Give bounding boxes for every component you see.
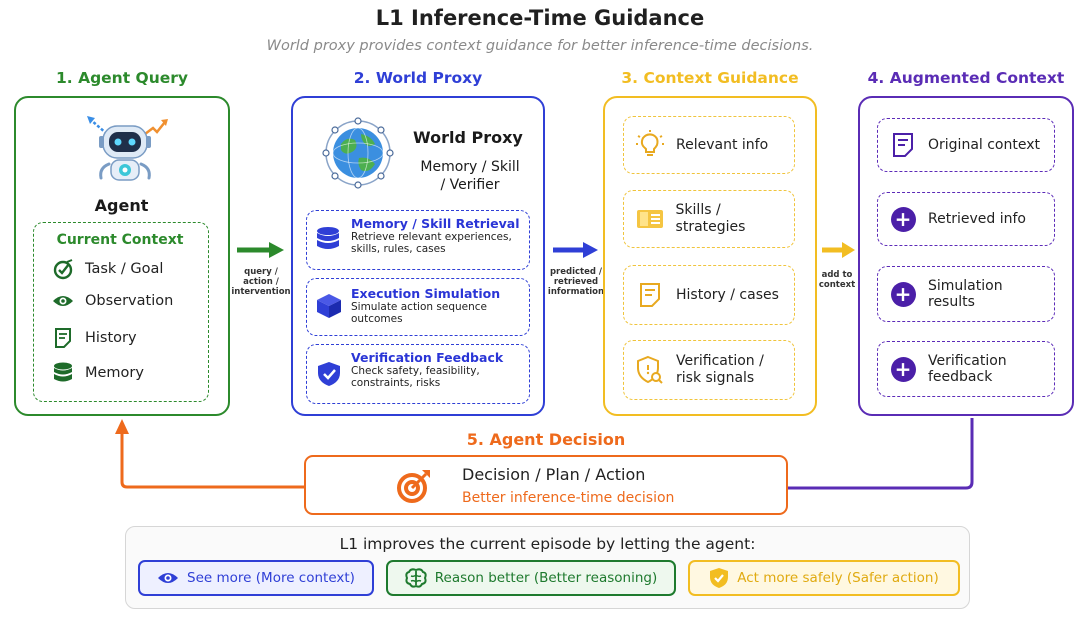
context-item-history: History (50, 327, 137, 349)
pill-see-more: See more (More context) (138, 560, 374, 596)
agent-decision-main: Decision / Plan / Action (462, 465, 646, 484)
context-guidance-panel: Relevant info Skills / strategies Histor… (603, 96, 817, 416)
pill-label: Reason better (Better reasoning) (434, 570, 658, 586)
robot-icon (77, 112, 173, 182)
cube-icon (316, 293, 342, 323)
guidance-item-label: Skills / strategies (675, 202, 746, 235)
eye-icon (50, 293, 76, 309)
execution-simulation-desc: Simulate action sequence outcomes (351, 301, 487, 325)
guidance-item-verification-risk: Verification / risk signals (623, 340, 795, 400)
guidance-item-relevant-info: Relevant info (623, 116, 795, 174)
add-to-context-label: add to context (818, 270, 856, 290)
plus-icon: + (890, 281, 916, 307)
augmented-context-panel: Original context + Retrieved info + Simu… (858, 96, 1074, 416)
shield-check-icon (317, 361, 341, 391)
pill-reason-better: Reason better (Better reasoning) (386, 560, 676, 596)
agent-query-panel: Agent Current Context Task / Goal Observ… (14, 96, 230, 416)
world-proxy-panel: World Proxy Memory / Skill / Verifier Me… (291, 96, 545, 416)
summary-panel: L1 improves the current episode by letti… (125, 526, 970, 609)
guidance-item-label: Relevant info (676, 136, 769, 153)
target-check-icon (50, 258, 76, 280)
query-arrow-label: query / action / intervention (231, 267, 291, 297)
memory-skill-retrieval-title: Memory / Skill Retrieval (351, 216, 520, 231)
document-icon (50, 327, 76, 349)
document-icon (878, 132, 928, 158)
augmented-item-label: Original context (928, 137, 1040, 153)
augmented-item-verification-feedback: + Verification feedback (877, 341, 1055, 397)
current-context-box: Current Context Task / Goal Observation … (33, 222, 209, 402)
augmented-item-label: Verification feedback (928, 353, 1007, 385)
pill-label: See more (More context) (187, 570, 355, 586)
augmented-item-label: Retrieved info (928, 211, 1026, 227)
target-arrow-icon (396, 468, 432, 508)
world-proxy-subtitle: Memory / Skill / Verifier (420, 159, 520, 193)
augmented-item-simulation-results: + Simulation results (877, 266, 1055, 322)
shield-search-icon (624, 355, 676, 385)
current-context-title: Current Context (56, 232, 184, 248)
execution-simulation-title: Execution Simulation (351, 286, 501, 301)
verification-feedback-desc: Check safety, feasibility, constraints, … (351, 365, 480, 389)
agent-decision-sub: Better inference-time decision (462, 490, 675, 506)
augmented-item-retrieved-info: + Retrieved info (877, 192, 1055, 246)
agent-label: Agent (94, 196, 149, 215)
pill-label: Act more safely (Safer action) (737, 570, 939, 586)
context-guidance-heading: 3. Context Guidance (621, 69, 799, 87)
shield-check-icon (709, 567, 729, 589)
add-to-context-arrow (822, 241, 856, 259)
context-item-task-goal: Task / Goal (50, 258, 163, 280)
context-item-label: Task / Goal (85, 261, 164, 277)
context-item-label: History (85, 330, 137, 346)
guidance-item-label: Verification / risk signals (676, 353, 764, 386)
plus-icon: + (890, 206, 916, 232)
world-proxy-name: World Proxy (413, 128, 523, 147)
information-arrow-label: predicted / retrieved information (547, 267, 605, 297)
eye-icon (157, 570, 179, 586)
agent-decision-box: Decision / Plan / Action Better inferenc… (304, 455, 788, 515)
document-icon (624, 282, 676, 308)
guidance-item-history-cases: History / cases (623, 265, 795, 325)
guidance-item-label: History / cases (676, 286, 779, 303)
execution-simulation-box: Execution Simulation Simulate action seq… (306, 278, 530, 336)
augmented-item-original-context: Original context (877, 118, 1055, 172)
context-item-memory: Memory (50, 362, 144, 384)
context-item-observation: Observation (50, 293, 173, 309)
plus-icon: + (890, 356, 916, 382)
diagram-title: L1 Inference-Time Guidance (375, 6, 705, 30)
brain-icon (405, 568, 427, 588)
globe-network-icon (319, 114, 397, 192)
verification-feedback-title: Verification Feedback (351, 350, 504, 365)
pill-act-safely: Act more safely (Safer action) (688, 560, 960, 596)
information-arrow (553, 241, 599, 259)
summary-title: L1 improves the current episode by letti… (339, 535, 756, 553)
context-item-label: Observation (85, 293, 174, 309)
verification-feedback-box: Verification Feedback Check safety, feas… (306, 344, 530, 404)
database-icon (50, 362, 76, 384)
query-arrow (237, 241, 285, 259)
diagram-subtitle: World proxy provides context guidance fo… (266, 38, 814, 54)
world-proxy-heading: 2. World Proxy (353, 69, 483, 87)
database-icon (316, 226, 340, 256)
agent-decision-heading: 5. Agent Decision (466, 430, 626, 449)
augmented-context-heading: 4. Augmented Context (867, 69, 1065, 87)
agent-query-heading: 1. Agent Query (56, 69, 188, 87)
augmented-item-label: Simulation results (928, 278, 1003, 310)
context-item-label: Memory (85, 365, 144, 381)
lightbulb-icon (624, 130, 676, 160)
card-list-icon (624, 209, 676, 229)
memory-skill-retrieval-desc: Retrieve relevant experiences, skills, r… (351, 231, 512, 255)
memory-skill-retrieval-box: Memory / Skill Retrieval Retrieve releva… (306, 210, 530, 270)
guidance-item-skills-strategies: Skills / strategies (623, 190, 795, 248)
